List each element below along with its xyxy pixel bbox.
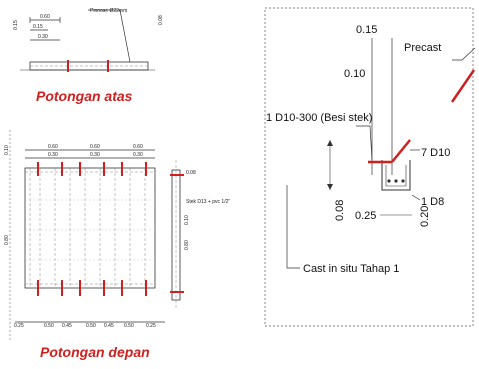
detail-view: 0.15 Precast 0.10 1 D10-300 (Besi stek) … (264, 7, 476, 327)
detail-rebar-precast (450, 69, 476, 103)
front-side-note: Stek D13 + pvc 1/2" (186, 199, 230, 205)
detail-dim-020: 0.20 (419, 206, 431, 227)
front-bot-dim-4: 0.50 (86, 323, 96, 329)
front-bot-dim-2: 0.50 (44, 323, 54, 329)
front-left-dim-a: 0.10 (4, 145, 10, 155)
front-right-dim-b: 0.80 (184, 240, 190, 250)
top-dim-060: 0.60 (40, 14, 50, 20)
front-left-dim-b: 0.80 (4, 235, 10, 245)
front-view: 0.60 0.60 0.60 0.30 0.30 0.30 0.10 0.80 (4, 130, 230, 360)
front-bot-dim-5: 0.45 (104, 323, 114, 329)
front-right-dim-a: 0.10 (184, 215, 190, 225)
top-dim-side: 0.08 (158, 15, 164, 25)
detail-label-stek: 1 D10-300 (Besi stek) (266, 112, 372, 124)
front-bot-dim-7: 0.25 (146, 323, 156, 329)
top-view: 0.60 0.15 0.30 0.15 Pinnose Ø22mm 0.08 P… (13, 8, 164, 104)
front-top-dim-3: 0.60 (133, 144, 143, 150)
front-panel (24, 167, 156, 289)
detail-precast: Precast (404, 42, 441, 54)
detail-dim-008: 0.08 (334, 200, 346, 221)
detail-label-7d10: 7 D10 (421, 147, 450, 159)
detail-dim-025: 0.25 (355, 210, 376, 222)
detail-label-cast: Cast in situ Tahap 1 (303, 263, 399, 275)
front-top-dim-1: 0.60 (48, 144, 58, 150)
front-bot-dim-6: 0.50 (124, 323, 134, 329)
detail-frame (264, 7, 474, 327)
detail-dim-010: 0.10 (344, 68, 365, 80)
front-view-title: Potongan depan (40, 344, 150, 360)
pinnose-label: Pinnose Ø22mm (90, 8, 127, 14)
front-top-dim-4: 0.30 (48, 152, 58, 158)
front-bot-dim-1: 0.25 (14, 323, 24, 329)
top-dim-015: 0.15 (33, 24, 43, 30)
front-top-dim-2: 0.60 (90, 144, 100, 150)
top-dim-030: 0.30 (38, 34, 48, 40)
front-top-dim-6: 0.30 (133, 152, 143, 158)
front-side-dim: 0.08 (186, 170, 196, 176)
top-view-title: Potongan atas (36, 88, 133, 104)
detail-label-1d8: 1 D8 (421, 196, 444, 208)
front-bot-dim-3: 0.45 (62, 323, 72, 329)
front-top-dim-5: 0.30 (90, 152, 100, 158)
detail-dim-015: 0.15 (356, 24, 377, 36)
detail-rebar-diag (391, 139, 411, 163)
top-dim-left: 0.15 (13, 20, 19, 30)
